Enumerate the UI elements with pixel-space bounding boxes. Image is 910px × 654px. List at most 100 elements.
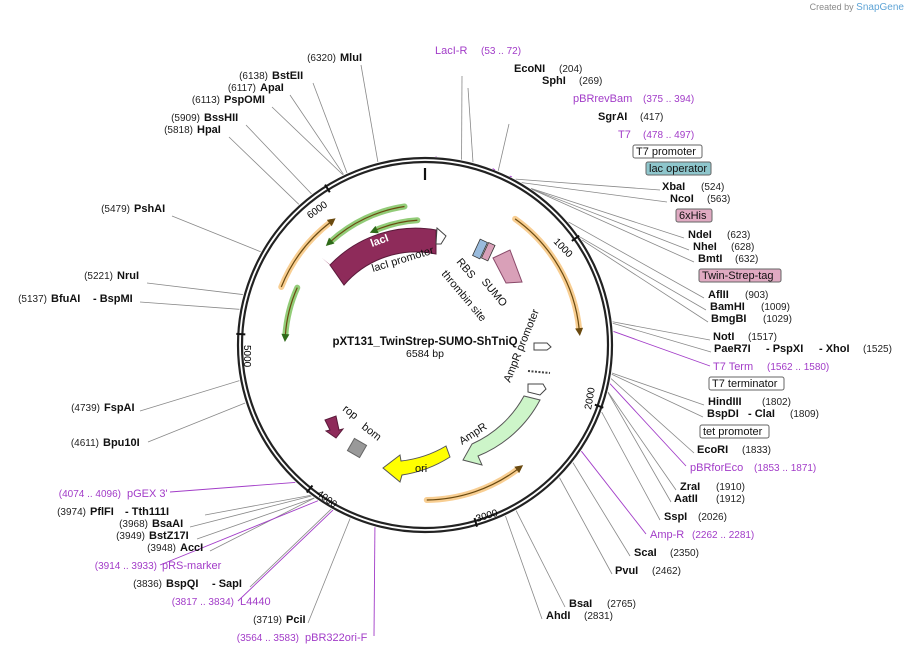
bspmi-label[interactable]: - BspMI	[93, 293, 133, 305]
t7-terminator-label[interactable]: T7 terminator	[712, 378, 778, 390]
bamhi-position: (1009)	[761, 302, 790, 313]
aatii-label[interactable]: AatII	[674, 493, 698, 505]
snapgene-credit: Created by SnapGene	[810, 2, 904, 13]
pbrforeco-position: (1853 .. 1871)	[754, 463, 816, 474]
nhei-position: (628)	[731, 242, 754, 253]
sumo-feature[interactable]	[472, 238, 523, 284]
zrai-label[interactable]: ZraI	[680, 481, 700, 493]
sapi-label[interactable]: - SapI	[212, 578, 242, 590]
pshai-label[interactable]: PshAI	[134, 203, 165, 215]
laci-r-label[interactable]: LacI-R	[435, 45, 467, 57]
6xhis-label[interactable]: 6xHis	[679, 210, 707, 222]
tick-2000	[594, 403, 604, 409]
feature-ampr[interactable]	[462, 395, 541, 466]
green-arc-lower-head	[281, 333, 290, 343]
ecori-label[interactable]: EcoRI	[697, 444, 728, 456]
tth111i-label[interactable]: - Tth111I	[125, 506, 169, 518]
bsshii-label[interactable]: BssHII	[204, 112, 238, 124]
leader-bstz17i	[196, 497, 315, 540]
ncoi-label[interactable]: NcoI	[670, 193, 694, 205]
leader-ndei	[530, 188, 685, 239]
leader-bfuai	[139, 301, 240, 310]
bsaai-label[interactable]: BsaAI	[152, 518, 183, 530]
xhoi-label[interactable]: - XhoI	[819, 343, 850, 355]
bsteii-label[interactable]: BstEII	[272, 70, 303, 82]
plasmid-name: pXT131_TwinStrep-SUMO-ShTniQ	[332, 336, 517, 348]
bstz17i-position: (3949)	[116, 531, 145, 542]
sphi-label[interactable]: SphI	[542, 75, 566, 87]
ndei-label[interactable]: NdeI	[688, 229, 712, 241]
lac-operator-label[interactable]: lac operator	[649, 163, 707, 175]
t7-promoter-label[interactable]: T7 promoter	[636, 146, 696, 158]
bmti-label[interactable]: BmtI	[698, 253, 722, 265]
bspdi-label[interactable]: BspDI	[707, 408, 739, 420]
pbrrevbam-label[interactable]: pBRrevBam	[573, 93, 632, 105]
pbr322ori-label[interactable]: pBR322ori-F	[305, 632, 368, 644]
clai-label[interactable]: - ClaI	[748, 408, 775, 420]
ncoi-position: (563)	[707, 194, 730, 205]
bom-feature[interactable]	[346, 437, 368, 459]
rop-feature[interactable]	[324, 415, 345, 439]
primer-leader-t7-primer	[509, 175, 513, 178]
acci-label[interactable]: AccI	[180, 542, 203, 554]
rop-label: rop	[340, 403, 360, 422]
twin-strep-label[interactable]: Twin-Strep-tag	[702, 270, 774, 282]
leader-bamhi	[579, 236, 707, 311]
prs-marker-label[interactable]: pRS-marker	[162, 560, 222, 572]
feature-laci[interactable]: lacI	[322, 227, 437, 286]
bsai-label[interactable]: BsaI	[569, 598, 592, 610]
bom-label: bom	[359, 421, 383, 444]
l4440-label[interactable]: L4440	[240, 596, 271, 608]
feature-ori[interactable]: ori	[382, 445, 451, 483]
pshai-position: (5479)	[101, 204, 130, 215]
bstz17i-label[interactable]: BstZ17I	[149, 530, 189, 542]
pspomi-label[interactable]: PspOMI	[224, 94, 265, 106]
mlui-label[interactable]: MluI	[340, 52, 362, 64]
noti-label[interactable]: NotI	[713, 331, 734, 343]
xbai-label[interactable]: XbaI	[662, 181, 685, 193]
pflfi-label[interactable]: PflFI	[90, 506, 114, 518]
bfuai-label[interactable]: BfuAI	[51, 293, 80, 305]
tick-6000	[324, 184, 331, 193]
backbone-inner	[240, 160, 610, 530]
t7-term-label[interactable]: T7 Term	[713, 361, 753, 373]
bspqi-label[interactable]: BspQI	[166, 578, 198, 590]
sgrai-label[interactable]: SgrAI	[598, 111, 627, 123]
orange-arc-left-glow	[278, 218, 334, 290]
sspi-label[interactable]: SspI	[664, 511, 687, 523]
aflii-label[interactable]: AflII	[708, 289, 729, 301]
hpai-label[interactable]: HpaI	[197, 124, 221, 136]
nhei-label[interactable]: NheI	[693, 241, 717, 253]
green-arc-inner-head	[369, 225, 379, 234]
pcii-label[interactable]: PciI	[286, 614, 306, 626]
credit-text: Created by	[809, 2, 854, 12]
bmgbi-label[interactable]: BmgBI	[711, 313, 746, 325]
paer7i-position: (1525)	[863, 344, 892, 355]
leader-bsai	[515, 510, 566, 608]
econi-position: (204)	[559, 64, 582, 75]
leader-bpu10i	[147, 402, 246, 443]
pvui-label[interactable]: PvuI	[615, 565, 638, 577]
paer7i-label[interactable]: PaeR7I	[714, 343, 751, 355]
bsaai-position: (3968)	[119, 519, 148, 530]
tet-promoter-label[interactable]: tet promoter	[703, 426, 763, 438]
t7-primer-label[interactable]: T7	[618, 129, 631, 141]
leader-paer7i	[612, 322, 712, 353]
fspai-label[interactable]: FspAI	[104, 402, 135, 414]
hindiii-position: (1802)	[762, 397, 791, 408]
pgex3-label[interactable]: pGEX 3'	[127, 488, 168, 500]
bpu10i-label[interactable]: Bpu10I	[103, 437, 140, 449]
hindiii-label[interactable]: HindIII	[708, 396, 742, 408]
bamhi-label[interactable]: BamHI	[710, 301, 745, 313]
nrui-label[interactable]: NruI	[117, 270, 139, 282]
pspxi-label[interactable]: - PspXI	[766, 343, 803, 355]
amp-r-primer-label[interactable]: Amp-R	[650, 529, 684, 541]
leader-zrai	[607, 391, 677, 491]
primer-leader-pbrforeco	[609, 383, 687, 467]
scai-label[interactable]: ScaI	[634, 547, 657, 559]
apai-label[interactable]: ApaI	[260, 82, 284, 94]
econi-label[interactable]: EcoNI	[514, 63, 545, 75]
pbrforeco-label[interactable]: pBRforEco	[690, 462, 743, 474]
ahdi-label[interactable]: AhdI	[546, 610, 570, 622]
